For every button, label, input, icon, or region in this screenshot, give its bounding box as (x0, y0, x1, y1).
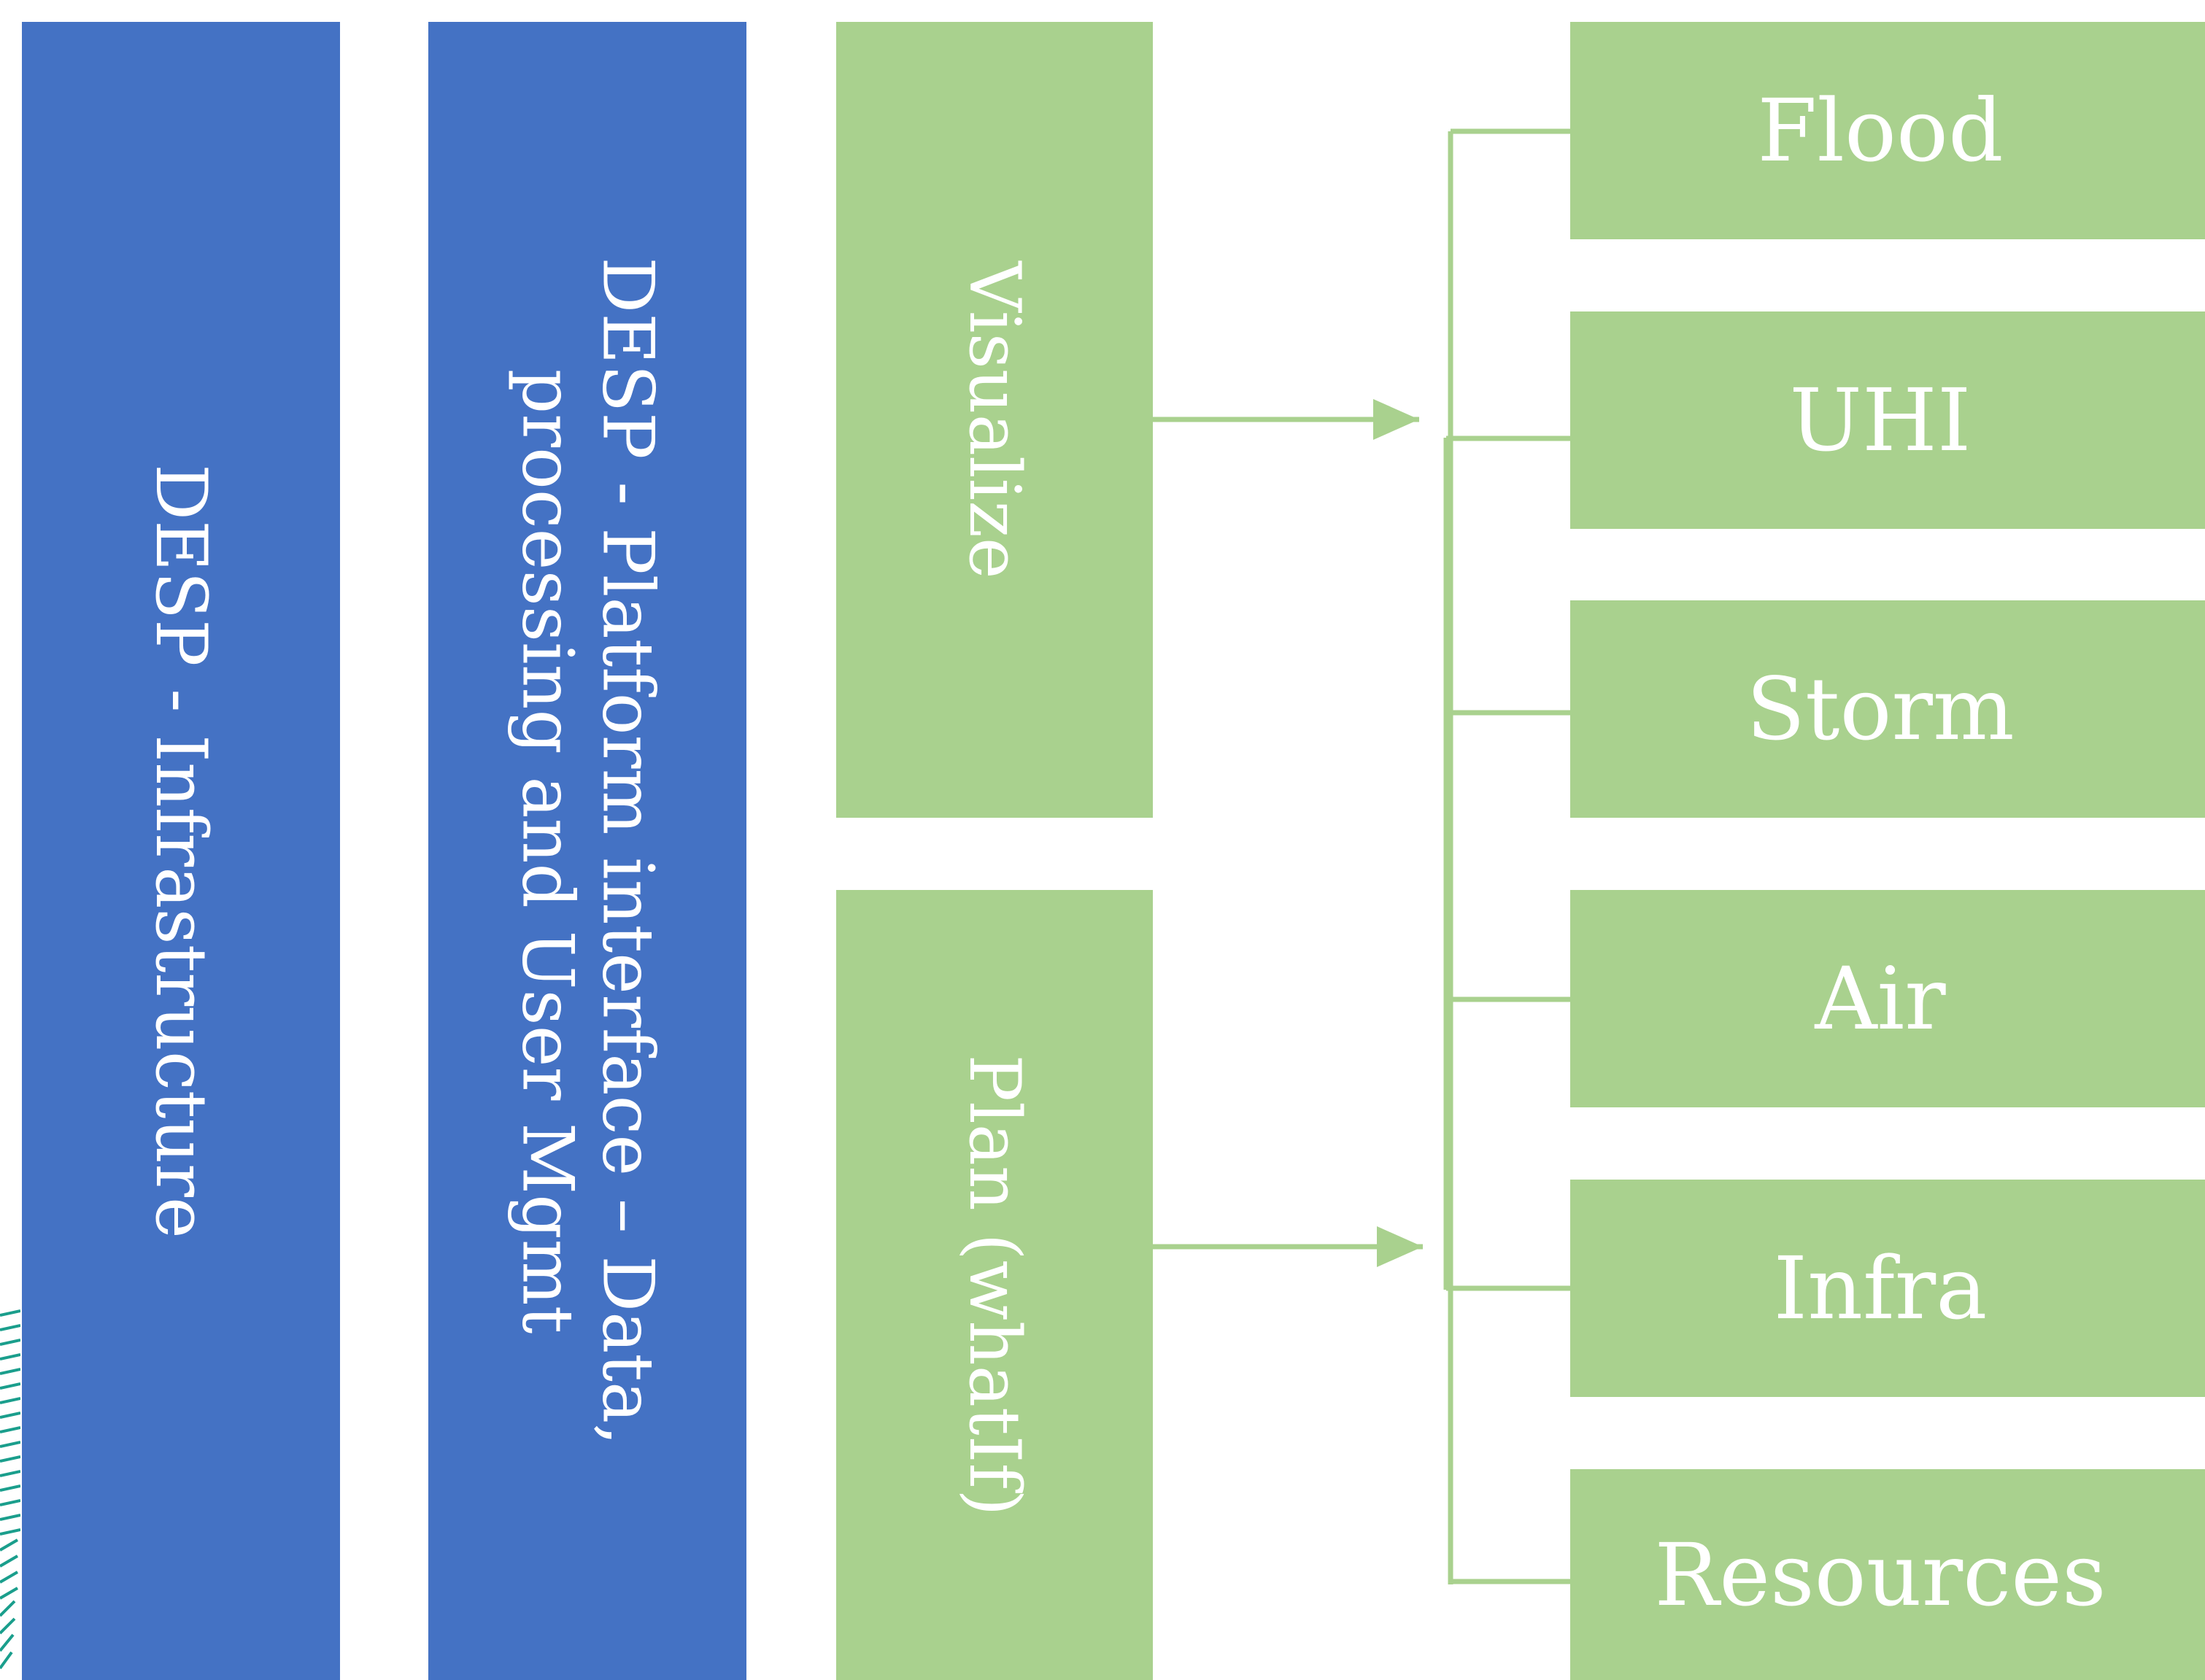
platform-layer: DESP - Platform interface – Data, proces… (428, 22, 746, 1680)
visualize-block: Visualize (836, 22, 1153, 818)
decorative-stripes (0, 1309, 20, 1670)
category-flood-label: Flood (1757, 80, 2004, 181)
platform-label-line2: processing and User Mgmt (506, 368, 588, 1333)
category-uhi: UHI (1570, 311, 2205, 529)
category-resources: Resources (1570, 1469, 2205, 1680)
plan-label: Plan (whatIf) (954, 1053, 1036, 1517)
category-infra: Infra (1570, 1180, 2205, 1397)
category-storm-label: Storm (1746, 659, 2015, 759)
visualize-label: Visualize (954, 260, 1036, 579)
category-uhi-label: UHI (1789, 370, 1972, 471)
category-air: Air (1570, 890, 2205, 1107)
infrastructure-layer: DESP - Infrastructure (22, 22, 340, 1680)
platform-label: DESP - Platform interface – Data, proces… (506, 256, 669, 1446)
platform-label-line1: DESP - Platform interface – Data, (587, 256, 669, 1446)
category-resources-label: Resources (1654, 1524, 2106, 1625)
category-air-label: Air (1815, 948, 1946, 1049)
category-flood: Flood (1570, 22, 2205, 239)
category-storm: Storm (1570, 600, 2205, 818)
infrastructure-label: DESP - Infrastructure (140, 463, 223, 1239)
plan-block: Plan (whatIf) (836, 890, 1153, 1680)
category-infra-label: Infra (1773, 1238, 1988, 1339)
